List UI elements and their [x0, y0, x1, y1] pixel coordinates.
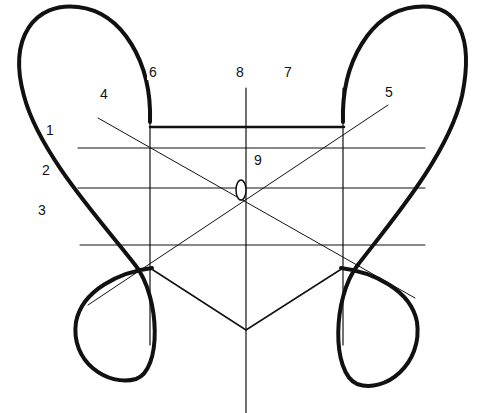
callout-number: 6: [147, 64, 159, 80]
horizontal-line: [78, 148, 425, 149]
callout-number: 1: [44, 122, 56, 138]
callout-number: 5: [383, 84, 395, 100]
callout-number: 2: [40, 162, 52, 178]
callout-number: 7: [282, 64, 294, 80]
diagonal-line: [98, 118, 415, 298]
callout-number: 4: [98, 86, 110, 102]
callout-number: 9: [252, 152, 264, 168]
horizontal-line: [78, 188, 425, 189]
center-line: [245, 88, 246, 413]
left-outline: [19, 7, 155, 381]
callout-number: 3: [36, 202, 48, 218]
callout-number: 8: [234, 64, 246, 80]
top-line: [150, 126, 344, 129]
center-ellipse: [236, 180, 246, 200]
right-outline: [338, 7, 466, 386]
horizontal-line: [80, 245, 425, 246]
vertical-line: [342, 88, 343, 345]
diagonal-line: [88, 105, 388, 305]
bottom-outline: [150, 268, 343, 330]
vertical-line: [149, 95, 150, 345]
